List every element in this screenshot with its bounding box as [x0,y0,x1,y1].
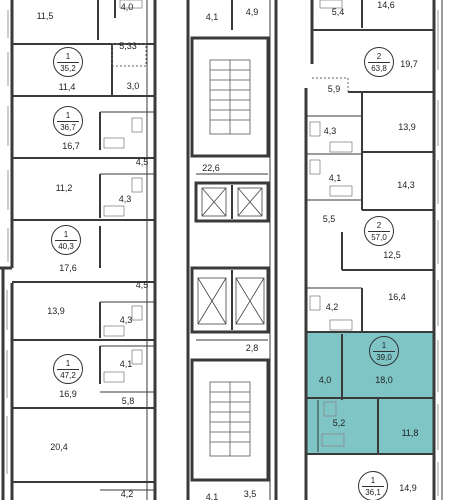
room-area-label: 5,33 [119,41,137,51]
room-area-label: 4,0 [120,2,134,12]
room-area-label: 5,5 [322,214,336,224]
bathroom-fixtures [103,0,353,447]
room-area-label: 5,4 [331,7,345,17]
room-area-label: 16,4 [388,292,406,302]
room-area-label: 4,1 [328,173,342,183]
room-area-label: 4,3 [323,126,337,136]
apartment-rooms: 2 [376,52,382,61]
room-area-label: 14,3 [397,180,415,190]
room-area-label: 4,9 [245,7,259,17]
room-area-label: 4,2 [120,489,134,499]
apartment-badge[interactable]: 2 57,0 [364,216,394,246]
room-area-label: 4,0 [318,375,332,385]
room-area-label: 19,7 [400,59,418,69]
room-area-label: 18,0 [375,375,393,385]
room-area-label: 4,3 [118,194,132,204]
apartment-rooms: 1 [65,52,71,61]
room-area-label: 14,6 [377,0,395,10]
stairs [209,59,251,457]
apartment-badge[interactable]: 1 47,2 [53,354,83,384]
room-area-label: 4,1 [205,492,219,500]
room-area-label: 11,8 [401,428,419,438]
walls [0,0,443,500]
apartment-badge[interactable]: 2 63,8 [364,47,394,77]
room-area-label: 4,3 [119,315,133,325]
apartment-area: 36,1 [362,486,384,497]
apartment-area: 39,0 [373,351,395,362]
room-area-label: 14,9 [399,483,417,493]
room-area-label: 12,5 [383,250,401,260]
room-area-label: 17,6 [59,263,77,273]
room-area-label: 4,1 [119,359,133,369]
apartment-rooms: 1 [381,341,387,350]
room-area-label: 4,5 [135,157,149,167]
room-area-label: 13,9 [47,306,65,316]
room-area-label: 11,4 [58,82,76,92]
room-area-label: 4,5 [135,280,149,290]
room-area-label: 2,8 [245,343,259,353]
apartment-badge[interactable]: 1 36,1 [358,471,388,500]
room-area-label: 3,0 [126,81,140,91]
room-area-label: 22,6 [202,163,220,173]
room-area-label: 16,9 [59,389,77,399]
elevators [197,187,265,325]
room-area-label: 11,5 [36,11,54,21]
apartment-badge-selected[interactable]: 1 39,0 [369,336,399,366]
apartment-area: 40,3 [55,240,77,251]
apartment-badge[interactable]: 1 36,7 [53,106,83,136]
apartment-area: 57,0 [368,231,390,242]
apartment-area: 36,7 [57,121,79,132]
apartment-badge[interactable]: 1 35,2 [53,47,83,77]
room-area-label: 4,1 [205,12,219,22]
apartment-rooms: 1 [65,111,71,120]
room-area-label: 13,9 [398,122,416,132]
room-area-label: 3,5 [243,489,257,499]
room-area-label: 5,9 [327,84,341,94]
apartment-area: 47,2 [57,369,79,380]
windows [6,10,439,496]
room-area-label: 16,7 [62,141,80,151]
apartment-rooms: 1 [370,476,376,485]
room-area-label: 5,8 [121,396,135,406]
apartment-rooms: 2 [376,221,382,230]
apartment-rooms: 1 [65,359,71,368]
dashed-markers [111,43,349,92]
apartment-badge[interactable]: 1 40,3 [51,225,81,255]
room-area-label: 5,2 [332,418,346,428]
apartment-area: 35,2 [57,62,79,73]
room-area-label: 20,4 [50,442,68,452]
room-area-label: 4,2 [325,302,339,312]
room-area-label: 11,2 [55,183,73,193]
apartment-area: 63,8 [368,62,390,73]
apartment-rooms: 1 [63,230,69,239]
